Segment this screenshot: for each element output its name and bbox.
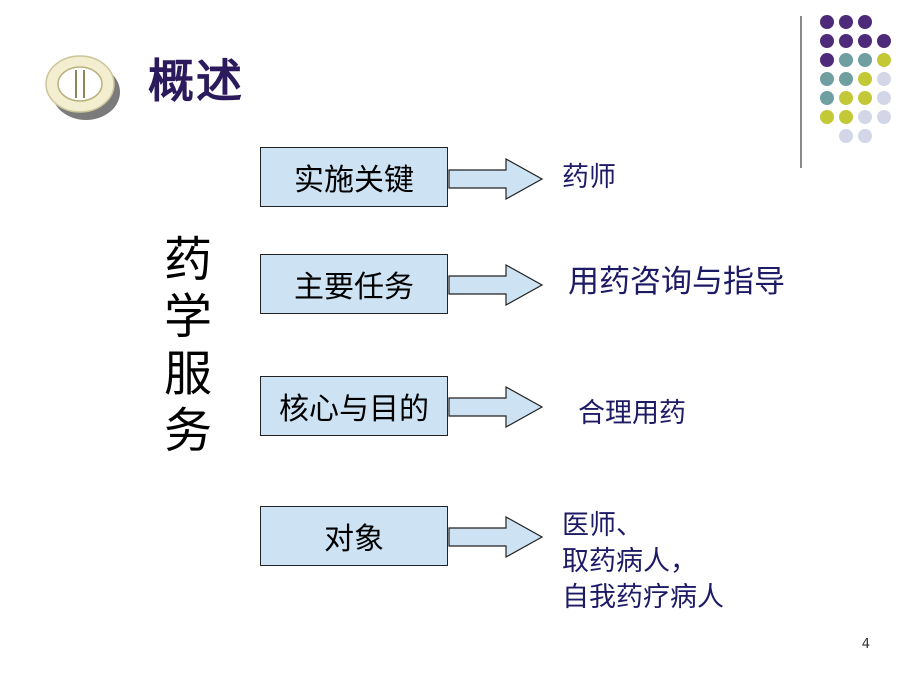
decorative-dot xyxy=(858,34,872,48)
row-label-box: 核心与目的 xyxy=(260,376,448,436)
vertical-char: 学 xyxy=(163,289,212,345)
decorative-dot xyxy=(820,34,834,48)
decorative-dot xyxy=(839,53,853,67)
page-number: 4 xyxy=(861,637,870,652)
row-value: 合理用药 xyxy=(578,398,686,430)
row-value: 医师、 取药病人， 自我药疗病人 xyxy=(562,508,724,616)
decorative-dot xyxy=(839,129,853,143)
decorative-dot xyxy=(839,72,853,86)
vertical-char: 服 xyxy=(163,346,212,402)
vertical-char: 务 xyxy=(163,403,212,459)
decorative-dot xyxy=(820,53,834,67)
row-value-line: 药师 xyxy=(562,162,616,193)
decorative-dot xyxy=(858,53,872,67)
row-value-line: 医师、 xyxy=(562,510,643,541)
row-label-box: 对象 xyxy=(260,506,448,566)
decorative-dot xyxy=(858,15,872,29)
row-value-line: 合理用药 xyxy=(578,398,686,429)
row-label: 对象 xyxy=(324,522,384,557)
decorative-dot xyxy=(839,110,853,124)
vertical-heading: 药 学 服 务 xyxy=(158,232,218,460)
decorative-dot xyxy=(839,15,853,29)
row-value-line: 用药咨询与指导 xyxy=(568,264,785,300)
row-label-box: 实施关键 xyxy=(260,147,448,207)
decorative-dot xyxy=(820,15,834,29)
decorative-dot xyxy=(858,110,872,124)
decorative-dot xyxy=(839,34,853,48)
decorative-dot xyxy=(839,91,853,105)
decorative-dot xyxy=(877,72,891,86)
decorative-dot xyxy=(858,129,872,143)
right-arrow-icon xyxy=(448,264,544,306)
row-value: 用药咨询与指导 xyxy=(568,264,785,301)
disc-emblem-icon xyxy=(45,55,120,120)
page-title: 概述 xyxy=(148,54,244,108)
right-arrow-icon xyxy=(448,386,544,428)
decorative-dot xyxy=(820,91,834,105)
decorative-dot xyxy=(877,91,891,105)
decorative-dot xyxy=(858,72,872,86)
row-label-box: 主要任务 xyxy=(260,254,448,314)
decorative-dot-grid xyxy=(820,15,891,143)
decorative-dot xyxy=(877,53,891,67)
vertical-char: 药 xyxy=(163,232,212,288)
row-value: 药师 xyxy=(562,162,616,194)
decorative-dot xyxy=(858,91,872,105)
right-arrow-icon xyxy=(448,158,544,200)
divider-line xyxy=(800,16,802,168)
decorative-dot xyxy=(877,34,891,48)
row-label: 实施关键 xyxy=(294,163,414,198)
row-value-line: 取药病人， xyxy=(562,546,697,577)
right-arrow-icon xyxy=(448,516,544,558)
row-label: 主要任务 xyxy=(294,270,414,305)
row-value-line: 自我药疗病人 xyxy=(562,582,724,613)
row-label: 核心与目的 xyxy=(279,392,429,427)
decorative-dot xyxy=(820,110,834,124)
decorative-dot xyxy=(877,110,891,124)
decorative-dot xyxy=(820,72,834,86)
